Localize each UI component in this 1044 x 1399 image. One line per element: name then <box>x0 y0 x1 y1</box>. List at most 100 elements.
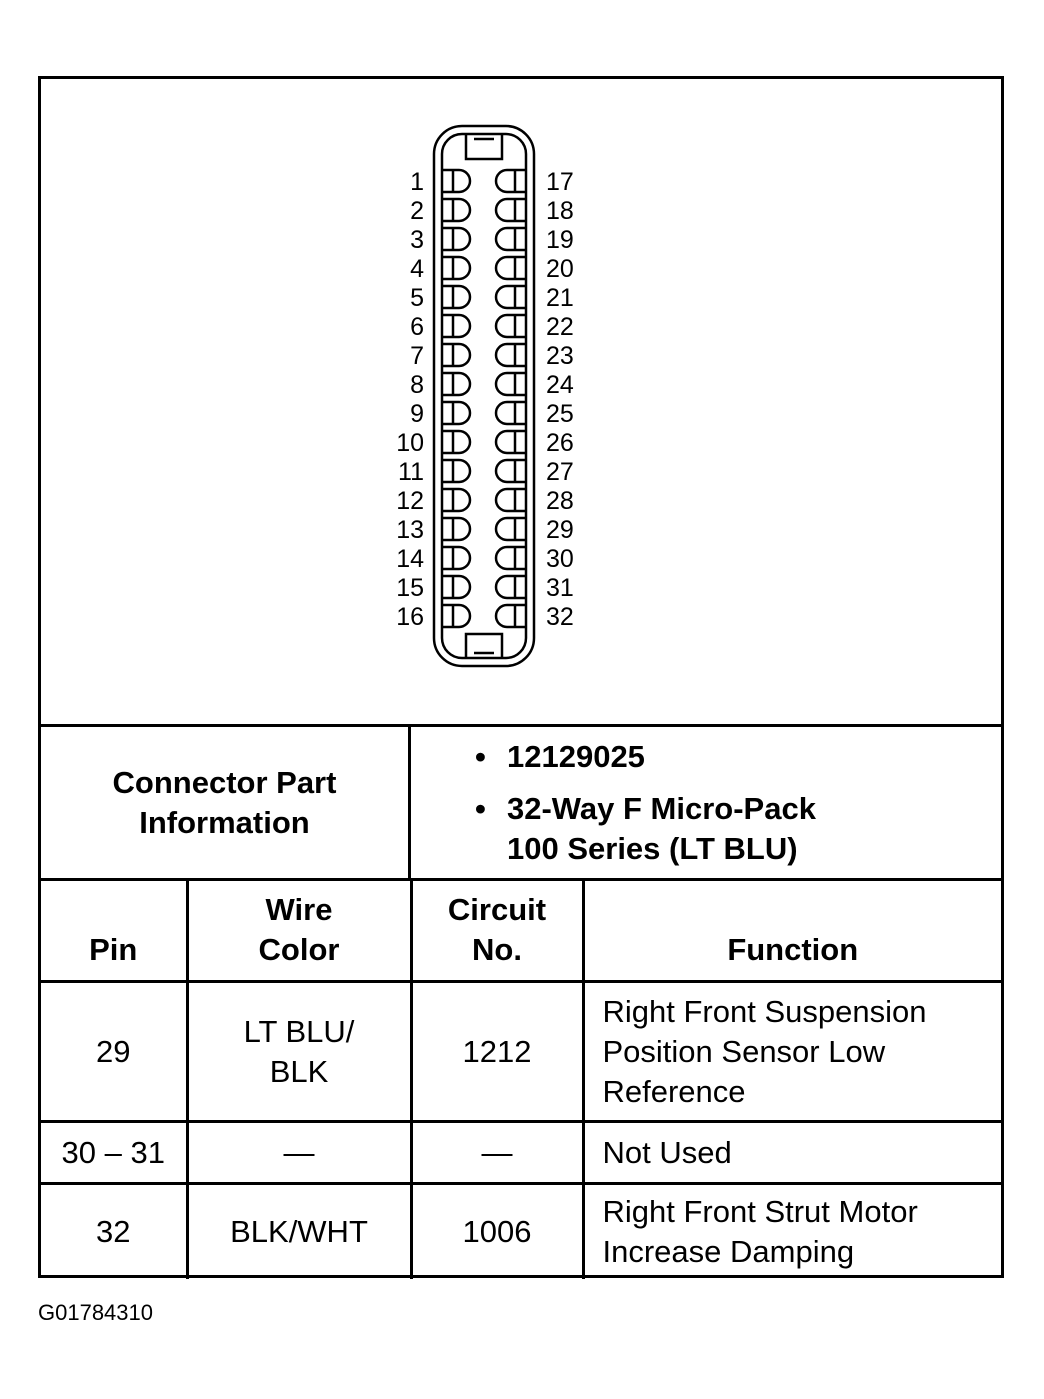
right-pin-label: 31 <box>546 574 574 602</box>
cell-pin: 32 <box>41 1182 189 1279</box>
right-cavity <box>494 197 525 223</box>
left-pin-label: 9 <box>410 400 424 428</box>
housing-outer <box>432 124 536 668</box>
left-pin-label: 4 <box>410 255 424 283</box>
cell-wire-color: LT BLU/BLK <box>185 980 413 1123</box>
left-cavity <box>443 226 472 252</box>
left-cavity <box>443 429 472 455</box>
right-pin-label: 25 <box>546 400 574 428</box>
left-cavity <box>443 255 472 281</box>
right-cavity <box>494 603 525 629</box>
left-pin-label: 14 <box>396 545 424 573</box>
left-pin-label: 2 <box>410 197 424 225</box>
housing-inner <box>440 132 528 660</box>
left-cavity <box>443 313 472 339</box>
cell-circuit: — <box>409 1120 585 1185</box>
header-pin: Pin <box>41 878 189 983</box>
figure-id: G01784310 <box>38 1300 153 1325</box>
left-cavity <box>443 574 472 600</box>
right-cavity <box>494 516 525 542</box>
right-pin-label: 28 <box>546 487 574 515</box>
part-number: 12129025 <box>507 739 645 774</box>
right-cavity <box>494 371 525 397</box>
info-values: • 12129025 • 32-Way F Micro-Pack 100 Ser… <box>411 727 1001 878</box>
cell-wire-color: BLK/WHT <box>185 1182 413 1279</box>
right-pin-label: 19 <box>546 226 574 254</box>
right-pin-label: 17 <box>546 168 574 196</box>
right-cavity <box>494 545 525 571</box>
right-cavity <box>494 458 525 484</box>
left-pin-label: 10 <box>396 429 424 457</box>
right-pin-label: 29 <box>546 516 574 544</box>
cell-wire-color: — <box>185 1120 413 1185</box>
left-pin-label: 12 <box>396 487 424 515</box>
header-function: Function <box>581 878 1001 983</box>
left-cavity <box>443 168 472 194</box>
cell-circuit: 1212 <box>409 980 585 1123</box>
info-label-line1: Connector Part <box>112 764 337 800</box>
left-cavity <box>443 284 472 310</box>
left-cavity <box>443 400 472 426</box>
left-pin-label: 6 <box>410 313 424 341</box>
left-pin-label: 11 <box>398 458 424 486</box>
right-pin-label: 26 <box>546 429 574 457</box>
right-pin-label: 20 <box>546 255 574 283</box>
left-pin-label: 1 <box>410 168 424 196</box>
left-cavity <box>443 197 472 223</box>
left-cavity <box>443 342 472 368</box>
right-pin-label: 32 <box>546 603 574 631</box>
right-pin-label: 21 <box>546 284 574 312</box>
table-row: 30 – 31 — — Not Used <box>41 1120 1001 1185</box>
top-latch <box>464 134 504 161</box>
right-cavity <box>494 255 525 281</box>
bottom-latch <box>464 632 504 658</box>
connector-part-information: Connector Part Information • 12129025 • … <box>41 724 1001 878</box>
left-cavity <box>443 545 472 571</box>
right-pin-label: 23 <box>546 342 574 370</box>
left-pin-label: 16 <box>396 603 424 631</box>
left-pin-label: 8 <box>410 371 424 399</box>
info-label: Connector Part Information <box>41 727 411 878</box>
right-pin-label: 27 <box>546 458 574 486</box>
right-cavity <box>494 574 525 600</box>
left-pin-label: 7 <box>410 342 424 370</box>
left-pin-label: 13 <box>396 516 424 544</box>
left-pin-label: 5 <box>410 284 424 312</box>
right-pin-label: 18 <box>546 197 574 225</box>
right-pin-label: 30 <box>546 545 574 573</box>
left-pin-label: 3 <box>410 226 424 254</box>
left-pin-label: 15 <box>396 574 424 602</box>
cell-pin: 30 – 31 <box>41 1120 189 1185</box>
right-pin-label: 22 <box>546 313 574 341</box>
cell-function: Not Used <box>581 1120 1001 1185</box>
left-cavity <box>443 516 472 542</box>
right-pin-label: 24 <box>546 371 574 399</box>
table-row: 29 LT BLU/BLK 1212 Right Front Suspensio… <box>41 980 1001 1123</box>
info-label-line2: Information <box>139 804 310 840</box>
right-cavity <box>494 342 525 368</box>
cell-pin: 29 <box>41 980 189 1123</box>
left-cavity <box>443 458 472 484</box>
right-cavity <box>494 487 525 513</box>
description-line2: 100 Series (LT BLU) <box>507 831 798 866</box>
left-cavity <box>443 603 472 629</box>
right-cavity <box>494 313 525 339</box>
description-line1: 32-Way F Micro-Pack <box>507 791 816 826</box>
right-cavity <box>494 284 525 310</box>
cell-circuit: 1006 <box>409 1182 585 1279</box>
right-cavity <box>494 226 525 252</box>
left-cavity <box>443 487 472 513</box>
right-cavity <box>494 429 525 455</box>
